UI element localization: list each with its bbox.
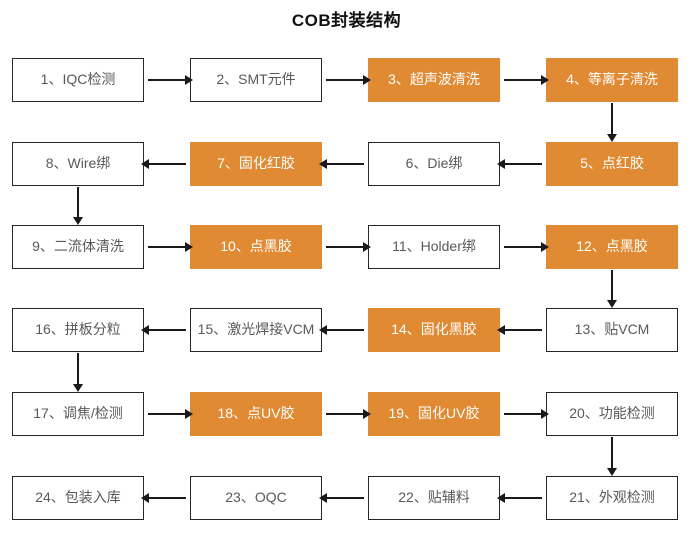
- arrow-20-to-21: [607, 437, 617, 476]
- flow-node-22: 22、贴辅料: [368, 476, 500, 520]
- arrow-14-to-15: [319, 325, 364, 335]
- flow-node-24: 24、包装入库: [12, 476, 144, 520]
- arrow-13-to-14: [497, 325, 542, 335]
- flow-node-17: 17、调焦/检测: [12, 392, 144, 436]
- arrow-17-to-18: [148, 409, 193, 419]
- flow-node-23: 23、OQC: [190, 476, 322, 520]
- flow-node-2: 2、SMT元件: [190, 58, 322, 102]
- arrow-18-to-19: [326, 409, 371, 419]
- arrow-1-to-2: [148, 75, 193, 85]
- flow-node-12: 12、点黑胶: [546, 225, 678, 269]
- arrow-15-to-16: [141, 325, 186, 335]
- arrow-16-to-17: [73, 353, 83, 392]
- flow-node-14: 14、固化黑胶: [368, 308, 500, 352]
- flow-node-4: 4、等离子清洗: [546, 58, 678, 102]
- flow-node-9: 9、二流体清洗: [12, 225, 144, 269]
- arrow-3-to-4: [504, 75, 549, 85]
- flow-node-8: 8、Wire绑: [12, 142, 144, 186]
- arrow-6-to-7: [319, 159, 364, 169]
- flow-node-13: 13、贴VCM: [546, 308, 678, 352]
- arrow-10-to-11: [326, 242, 371, 252]
- flow-node-21: 21、外观检测: [546, 476, 678, 520]
- flow-node-20: 20、功能检测: [546, 392, 678, 436]
- flow-node-5: 5、点红胶: [546, 142, 678, 186]
- flow-node-6: 6、Die绑: [368, 142, 500, 186]
- flow-node-10: 10、点黑胶: [190, 225, 322, 269]
- diagram-title: COB封装结构: [291, 11, 402, 30]
- arrow-2-to-3: [326, 75, 371, 85]
- arrow-4-to-5: [607, 103, 617, 142]
- arrow-21-to-22: [497, 493, 542, 503]
- flow-node-18: 18、点UV胶: [190, 392, 322, 436]
- arrow-22-to-23: [319, 493, 364, 503]
- flow-node-3: 3、超声波清洗: [368, 58, 500, 102]
- arrow-19-to-20: [504, 409, 549, 419]
- arrow-9-to-10: [148, 242, 193, 252]
- arrow-7-to-8: [141, 159, 186, 169]
- flow-node-19: 19、固化UV胶: [368, 392, 500, 436]
- flow-node-16: 16、拼板分粒: [12, 308, 144, 352]
- flow-node-7: 7、固化红胶: [190, 142, 322, 186]
- arrow-8-to-9: [73, 187, 83, 225]
- arrow-11-to-12: [504, 242, 549, 252]
- flow-node-1: 1、IQC检测: [12, 58, 144, 102]
- flow-node-15: 15、激光焊接VCM: [190, 308, 322, 352]
- arrow-12-to-13: [607, 270, 617, 308]
- arrow-5-to-6: [497, 159, 542, 169]
- arrow-23-to-24: [141, 493, 186, 503]
- flow-node-11: 11、Holder绑: [368, 225, 500, 269]
